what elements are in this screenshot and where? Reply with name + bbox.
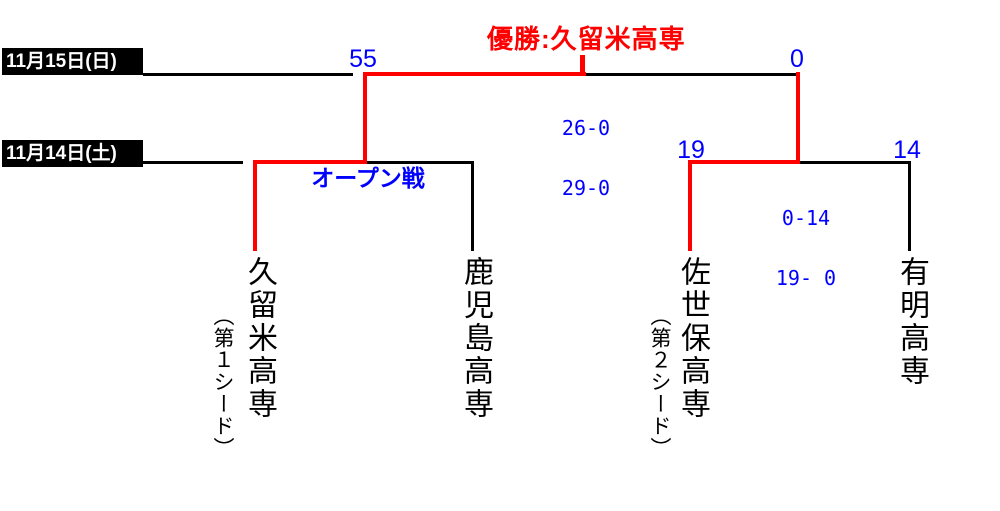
- right-semi-left-score: 19: [677, 136, 705, 164]
- left-semi-winner-horizontal-line: [253, 160, 367, 164]
- team-kurume: 久留米高専: [243, 256, 276, 421]
- date-label-day1: 11月14日(土): [2, 140, 143, 167]
- day2-leader-line: [143, 73, 353, 76]
- champion-label: 優勝:久留米高専: [487, 24, 686, 54]
- final-left-score: 55: [349, 45, 377, 73]
- final-half-scores: 26-0 29-0: [562, 78, 610, 238]
- final-right-vertical-line: [796, 72, 800, 164]
- sasebo-vertical-line: [688, 160, 692, 251]
- team-kagoshima: 鹿児島高専: [459, 256, 492, 421]
- kagoshima-vertical-line: [471, 161, 474, 251]
- team-ariake: 有明高専: [895, 256, 928, 388]
- final-loser-horizontal-line: [586, 73, 800, 76]
- final-winner-horizontal-line: [363, 72, 586, 76]
- left-semi-loser-horizontal-line: [367, 161, 474, 164]
- ariake-vertical-line: [908, 161, 911, 251]
- final-right-score: 0: [790, 45, 804, 73]
- team-sasebo-seed: （第２シード）: [648, 305, 671, 459]
- date-label-day2: 11月15日(日): [2, 48, 143, 75]
- right-semi-winner-horizontal-line: [688, 160, 800, 164]
- right-semi-half-scores: 0-14 19- 0: [776, 168, 836, 328]
- right-semi-half-1: 0-14: [781, 206, 831, 230]
- team-sasebo: 佐世保高専: [676, 256, 709, 421]
- right-semi-right-score: 14: [893, 136, 921, 164]
- day1-leader-line: [143, 161, 243, 164]
- team-kurume-seed: （第１シード）: [211, 305, 234, 459]
- open-match-note: オープン戦: [311, 165, 425, 191]
- final-half-2: 29-0: [561, 176, 611, 200]
- final-left-vertical-line: [363, 72, 367, 164]
- kurume-vertical-line: [253, 160, 257, 251]
- champion-stub-line: [580, 55, 585, 76]
- final-half-1: 26-0: [561, 116, 611, 140]
- right-semi-loser-horizontal-line: [800, 161, 911, 164]
- right-semi-half-2: 19- 0: [775, 266, 837, 290]
